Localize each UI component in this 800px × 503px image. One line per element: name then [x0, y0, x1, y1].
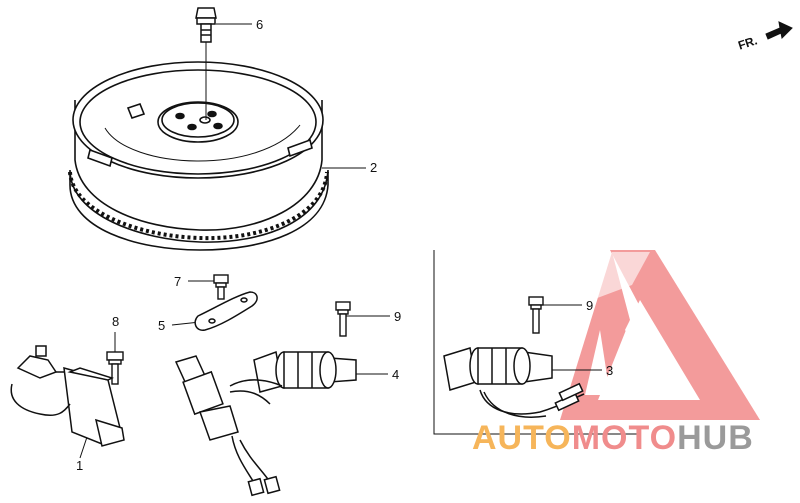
callout-2: 2	[370, 160, 378, 175]
watermark-text: AUTOMOTOHUB	[472, 421, 754, 455]
watermark-hub: HUB	[677, 419, 754, 457]
charge-coil-3	[443, 347, 585, 418]
bolt-8	[213, 274, 229, 300]
watermark-logo	[560, 250, 760, 420]
callout-7: 8	[112, 314, 120, 329]
bolt-9-left	[335, 301, 351, 337]
flywheel	[68, 61, 329, 251]
callout-1: 1	[76, 458, 84, 473]
ignition-coil-1	[10, 345, 125, 447]
callout-6: 6	[256, 17, 264, 32]
bolt-6	[195, 7, 217, 120]
callout-3: 3	[606, 363, 614, 378]
charge-coil-4	[253, 350, 357, 393]
watermark-auto: AUTO	[472, 419, 572, 457]
bolt-7	[106, 351, 124, 385]
ring-gear	[69, 169, 329, 251]
callout-9-right: 9	[586, 298, 594, 313]
callout-8: 7	[174, 274, 182, 289]
flywheel-hub	[157, 101, 239, 143]
callout-5: 5	[158, 318, 166, 333]
callout-4: 4	[392, 367, 400, 382]
exciter-coil	[174, 355, 283, 497]
watermark-moto: MOTO	[571, 419, 678, 457]
bolt-9-right	[528, 296, 544, 334]
callout-9-left: 9	[394, 309, 402, 324]
front-arrow-icon	[765, 21, 793, 40]
bracket-5	[194, 291, 258, 331]
